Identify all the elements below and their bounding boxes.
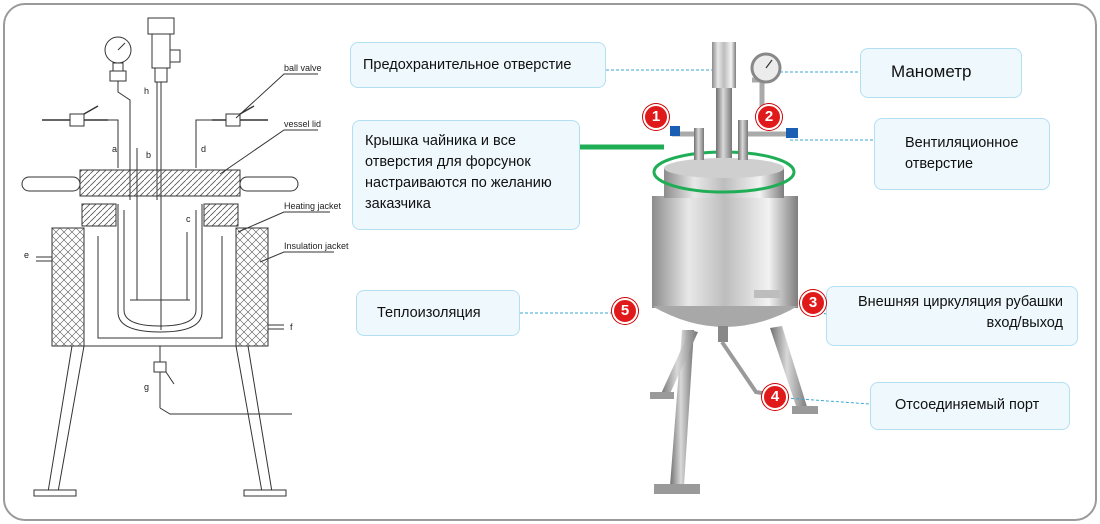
callout-vent-hole: Вентиляционное отверстие [874, 118, 1050, 190]
label-d: d [201, 144, 206, 154]
badge-2: 2 [756, 104, 782, 130]
callout-manometer: Манометр [860, 48, 1022, 98]
reactor-photo [650, 42, 818, 494]
label-h: h [144, 86, 149, 96]
callout-jacket-circulation-text: Внешняя циркуляция рубашки вход/выход [857, 294, 1063, 331]
label-vessel-lid: vessel lid [284, 119, 321, 129]
callout-lid-holes-text: Крышка чайника и все отверстия для форсу… [365, 133, 552, 212]
badge-4: 4 [762, 384, 788, 410]
callout-vent-hole-text: Вентиляционное отверстие [905, 135, 1019, 172]
callout-safety-hole-text: Предохранительное отверстие [363, 57, 572, 73]
label-insulation-jacket: Insulation jacket [284, 241, 349, 251]
callout-manometer-text: Манометр [891, 62, 972, 81]
label-e: e [24, 250, 29, 260]
badge-1: 1 [643, 104, 669, 130]
label-b: b [146, 150, 151, 160]
callout-detachable-port: Отсоединяемый порт [870, 382, 1070, 430]
label-c: c [186, 214, 191, 224]
callout-jacket-circulation: Внешняя циркуляция рубашки вход/выход [826, 286, 1078, 346]
badge-3: 3 [800, 290, 826, 316]
label-a: a [112, 144, 117, 154]
technical-drawing [21, 17, 334, 497]
label-g: g [144, 382, 149, 392]
callout-detachable-port-text: Отсоединяемый порт [895, 397, 1040, 413]
callout-lid-holes: Крышка чайника и все отверстия для форсу… [352, 120, 580, 230]
callout-safety-hole: Предохранительное отверстие [350, 42, 606, 88]
callout-insulation-text: Теплоизоляция [377, 305, 481, 321]
label-ball-valve: ball valve [284, 63, 322, 73]
label-f: f [290, 322, 293, 332]
label-heating-jacket: Heating jacket [284, 201, 342, 211]
badge-5: 5 [612, 298, 638, 324]
callout-insulation: Теплоизоляция [356, 290, 520, 336]
